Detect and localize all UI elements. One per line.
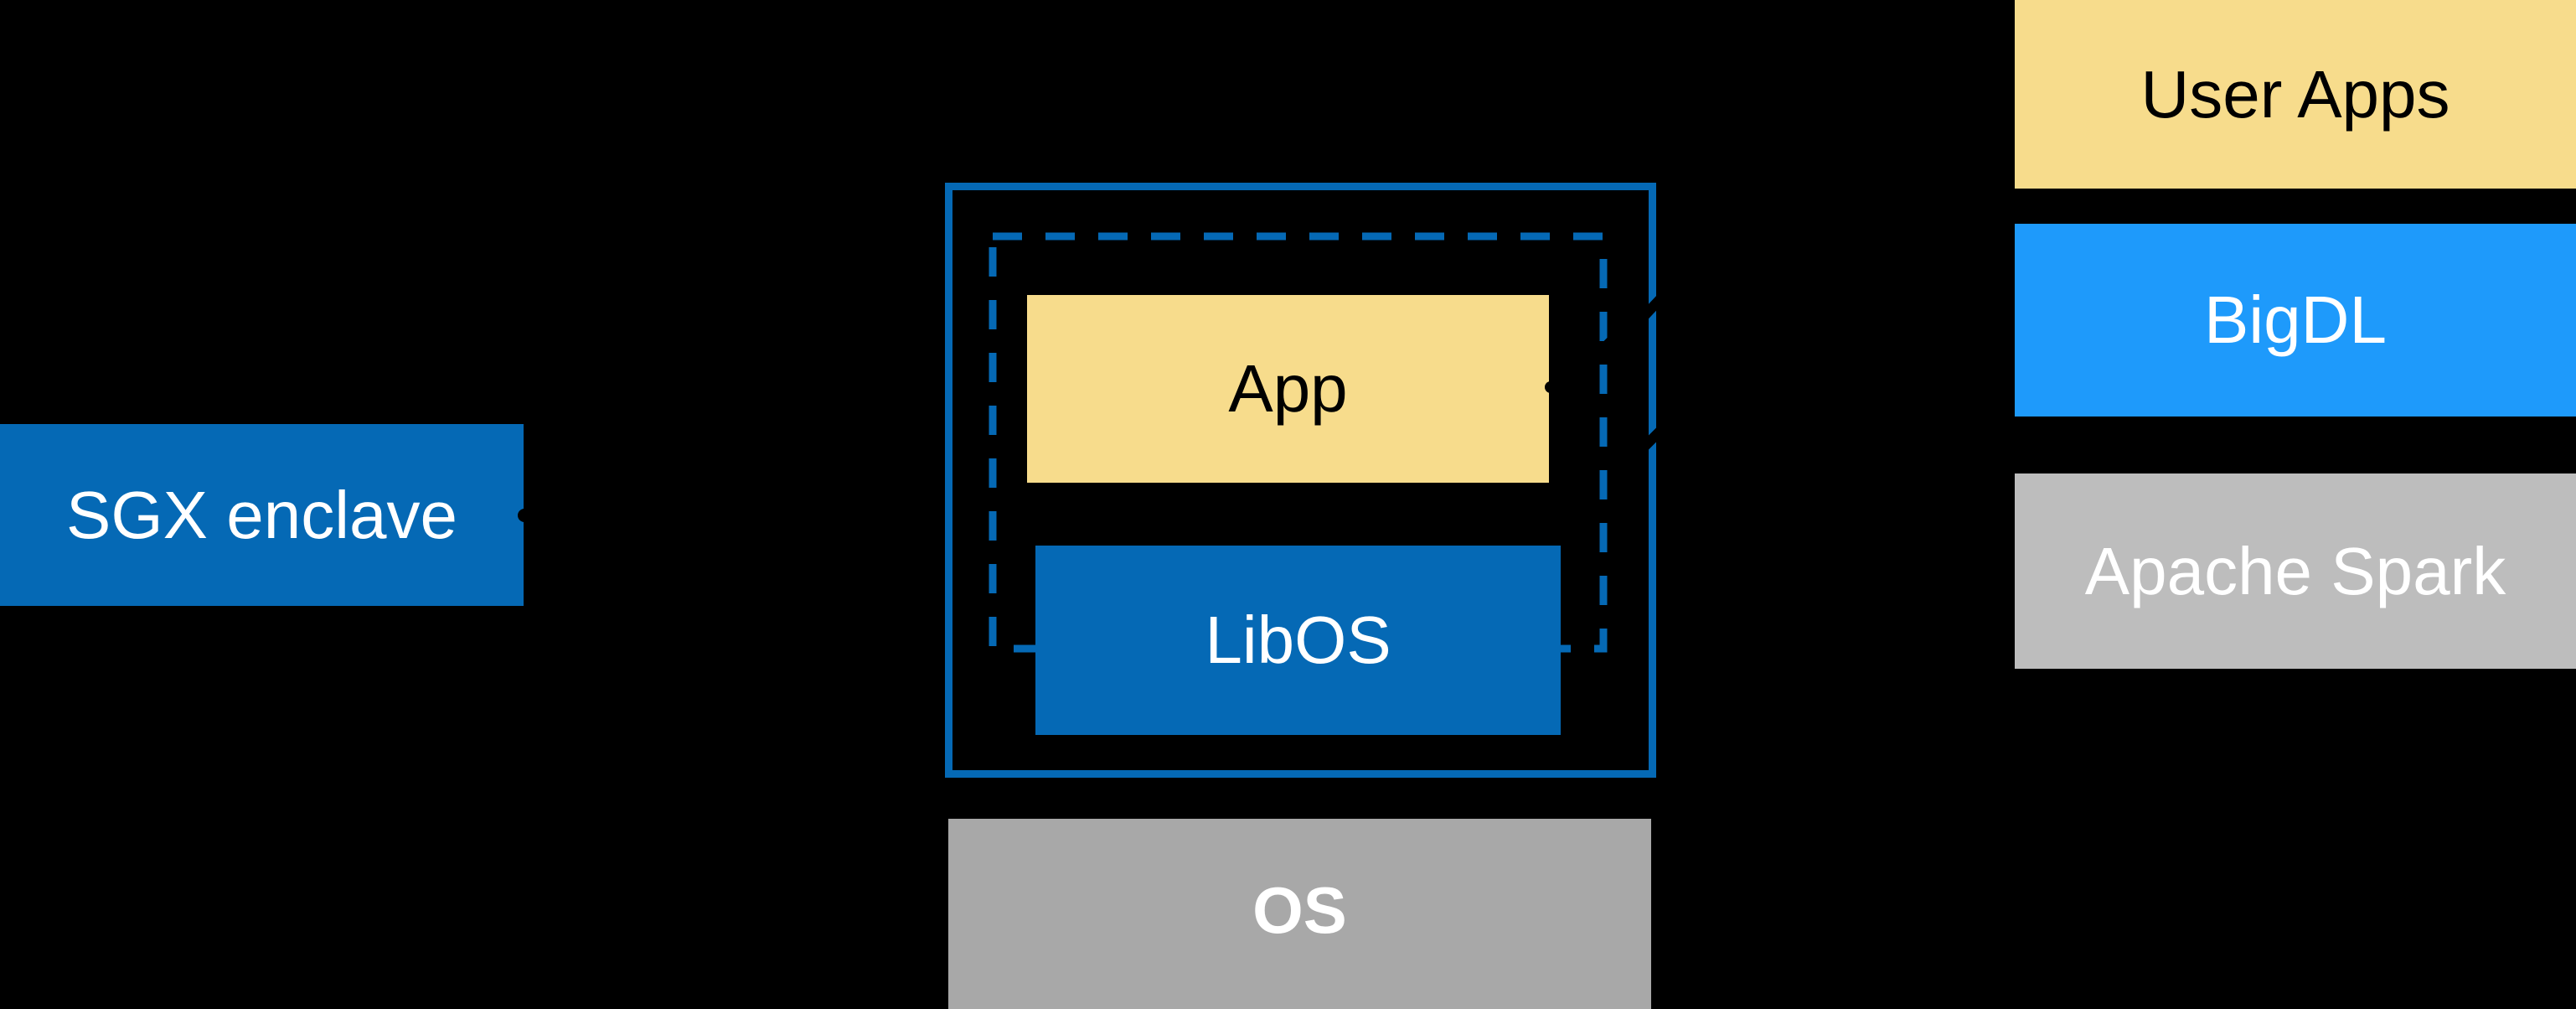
- app-box: App: [1027, 295, 1549, 483]
- stack-apache-spark-box: Apache Spark: [2015, 473, 2576, 669]
- enclave-container-outline: [945, 183, 1656, 778]
- libos-label: LibOS: [1205, 603, 1391, 677]
- stack-user-apps-box: User Apps: [2015, 0, 2576, 189]
- apache-spark-label: Apache Spark: [2084, 533, 2506, 608]
- libos-box: LibOS: [1035, 546, 1561, 735]
- sgx-enclave-box: SGX enclave: [0, 424, 524, 606]
- sgx-enclave-label: SGX enclave: [66, 477, 457, 552]
- user-apps-label: User Apps: [2140, 56, 2450, 132]
- os-box: OS: [948, 819, 1651, 1009]
- app-label: App: [1228, 351, 1348, 426]
- os-label: OS: [1252, 873, 1347, 947]
- stack-bigdl-box: BigDL: [2015, 224, 2576, 417]
- bigdl-label: BigDL: [2204, 282, 2387, 357]
